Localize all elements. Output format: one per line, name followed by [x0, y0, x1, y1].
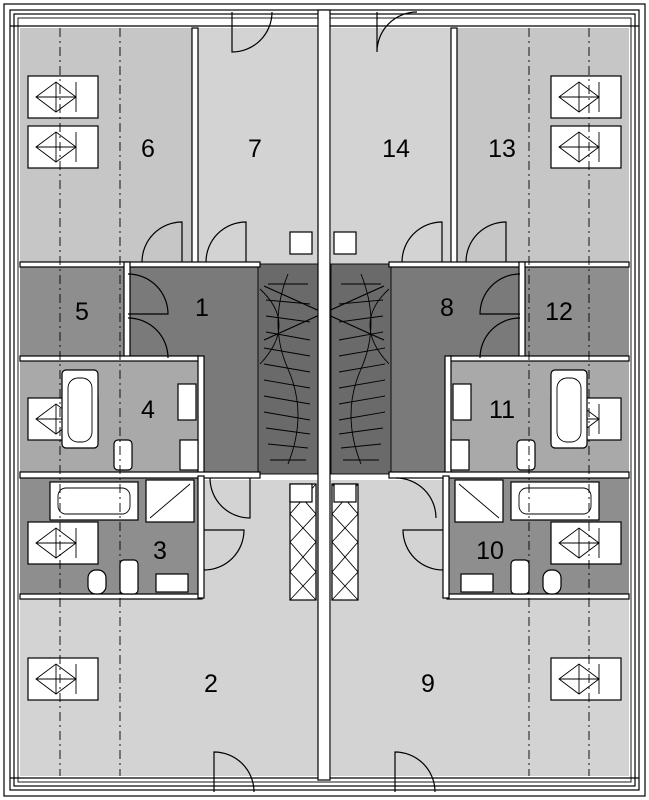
room-label-4: 4: [141, 396, 155, 424]
room-fill-12: [525, 266, 629, 358]
staircase-left: [257, 263, 319, 475]
room-label-13: 13: [488, 135, 516, 163]
room-label-12: 12: [545, 298, 573, 326]
room-label-6: 6: [141, 135, 155, 163]
room-fill-5: [20, 266, 124, 358]
room-label-14: 14: [382, 135, 410, 163]
staircase-right: [330, 263, 392, 475]
room-label-8: 8: [440, 294, 454, 322]
room-label-7: 7: [248, 135, 262, 163]
room-fill-8: [389, 266, 523, 358]
room-fill-7: [192, 28, 318, 264]
room-label-5: 5: [75, 298, 89, 326]
room-label-3: 3: [153, 537, 167, 565]
room-fill-8b: [389, 356, 449, 474]
room-label-1: 1: [195, 294, 209, 322]
room-label-11: 11: [489, 396, 515, 424]
room-fill-1: [126, 266, 260, 358]
room-fill-1b: [200, 356, 260, 474]
room-label-2: 2: [204, 670, 218, 698]
room-label-9: 9: [421, 670, 435, 698]
room-label-10: 10: [476, 537, 504, 565]
room-fill-14: [331, 28, 457, 264]
